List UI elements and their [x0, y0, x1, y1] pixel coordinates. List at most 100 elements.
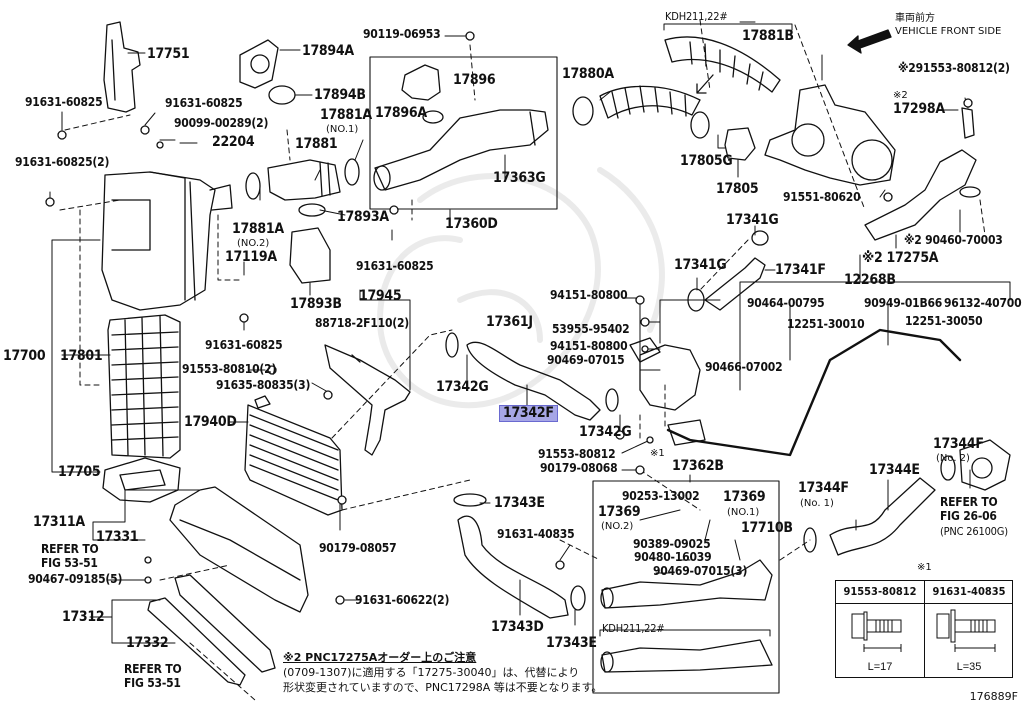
part-label-17363g[interactable]: 17363G — [493, 170, 546, 186]
refer-to-fig-53-51-b-2[interactable]: FIG 53-51 — [124, 676, 181, 690]
part-label-91631-60825-b[interactable]: 91631-60825 — [165, 96, 243, 110]
part-label-17801[interactable]: 17801 — [60, 348, 103, 364]
cover-17894a-icon — [239, 39, 279, 89]
part-label-17705[interactable]: 17705 — [58, 464, 101, 480]
vehicle-front-jp: 車両前方 — [895, 13, 935, 24]
part-label-17805g[interactable]: 17805G — [680, 153, 733, 169]
part-label-17880a[interactable]: 17880A — [562, 66, 614, 82]
part-label-90464-00795[interactable]: 90464-00795 — [747, 296, 825, 310]
part-label-17361j[interactable]: 17361J — [486, 314, 533, 330]
part-label-90179-08057[interactable]: 90179-08057 — [319, 541, 397, 555]
part-label-90467-09185[interactable]: 90467-09185(5) — [28, 572, 123, 586]
part-label-17894b[interactable]: 17894B — [314, 87, 366, 103]
part-label-91551-80620[interactable]: 91551-80620 — [783, 190, 861, 204]
part-label-17331[interactable]: 17331 — [96, 529, 139, 545]
part-label-17343e-a[interactable]: 17343E — [494, 495, 545, 511]
part-label-17881a-no2[interactable]: 17881A — [232, 221, 284, 237]
part-label-91553-80812[interactable]: 91553-80812 — [538, 447, 616, 461]
part-label-91631-60825-2[interactable]: 91631-60825(2) — [15, 155, 110, 169]
refer-to-fig-53-51-a-2[interactable]: FIG 53-51 — [41, 556, 98, 570]
part-label-17881[interactable]: 17881 — [295, 136, 338, 152]
part-label-90469-07015[interactable]: 90469-07015 — [547, 353, 625, 367]
part-label-90949-01b66[interactable]: 90949-01B66 — [864, 296, 943, 310]
part-label-17881a-no1[interactable]: 17881A — [320, 107, 372, 123]
part-label-17360d[interactable]: 17360D — [445, 216, 498, 232]
part-label-17805[interactable]: 17805 — [716, 181, 759, 197]
bolt-part-number[interactable]: 91553-80812 — [836, 581, 924, 604]
part-label-17342g-b[interactable]: 17342G — [579, 424, 632, 440]
part-label-96132-40700[interactable]: 96132-40700 — [944, 296, 1022, 310]
part-label-12251-30050[interactable]: 12251-30050 — [905, 314, 983, 328]
part-label-90466-07002[interactable]: 90466-07002 — [705, 360, 783, 374]
part-label-90099-00289[interactable]: 90099-00289(2) — [174, 116, 269, 130]
part-label-17893b[interactable]: 17893B — [290, 296, 342, 312]
part-label-17751[interactable]: 17751 — [147, 46, 190, 62]
part-label-22204[interactable]: 22204 — [212, 134, 255, 150]
kdh-label-top: KDH211,22# — [665, 10, 728, 23]
part-label-17710b[interactable]: 17710B — [741, 520, 793, 536]
refer-to-fig-53-51-b[interactable]: REFER TO — [124, 662, 182, 676]
part-label-17881b[interactable]: 17881B — [742, 28, 794, 44]
part-label-17311a[interactable]: 17311A — [33, 514, 85, 530]
part-label-17342g-a[interactable]: 17342G — [436, 379, 489, 395]
part-label-90469-07015-3[interactable]: 90469-07015(3) — [653, 564, 748, 578]
part-label-91631-60825-d[interactable]: 91631-60825 — [205, 338, 283, 352]
figure-id: 176889F — [969, 690, 1018, 703]
part-label-17700[interactable]: 17700 — [3, 348, 46, 364]
part-label-17344e[interactable]: 17344E — [869, 462, 920, 478]
part-label-12268b[interactable]: 12268B — [844, 272, 896, 288]
part-label-17369-no2[interactable]: 17369 — [598, 504, 641, 520]
part-label-17896[interactable]: 17896 — [453, 72, 496, 88]
part-label-17342f-highlighted[interactable]: 17342F — [499, 405, 558, 422]
pipe-17275a-icon — [864, 149, 977, 241]
refer-to-fig-26-06[interactable]: REFER TO — [940, 495, 998, 509]
bolt-part-number[interactable]: 91631-40835 — [925, 581, 1013, 604]
refer-to-fig-26-06-2[interactable]: FIG 26-06 — [940, 509, 997, 523]
part-label-17362b[interactable]: 17362B — [672, 458, 724, 474]
part-label-90179-08068[interactable]: 90179-08068 — [540, 461, 618, 475]
part-label-94151-80800-a[interactable]: 94151-80800 — [550, 288, 628, 302]
part-label-17344f-no1[interactable]: 17344F — [798, 480, 849, 496]
part-label-91631-60622[interactable]: 91631-60622(2) — [355, 593, 450, 607]
part-label-17298a[interactable]: 17298A — [893, 101, 945, 117]
part-label-91553-80810[interactable]: 91553-80810(2) — [182, 362, 277, 376]
tray-17705-icon — [102, 457, 181, 503]
part-label-90119-06953[interactable]: 90119-06953 — [363, 27, 441, 41]
part-label-17893a[interactable]: 17893A — [337, 209, 389, 225]
part-label-17343d[interactable]: 17343D — [491, 619, 544, 635]
part-label-17341g-b[interactable]: 17341G — [674, 257, 727, 273]
part-label-90480-16039[interactable]: 90480-16039 — [634, 550, 712, 564]
part-label-90389-09025[interactable]: 90389-09025 — [633, 537, 711, 551]
part-label-91631-60825-a[interactable]: 91631-60825 — [25, 95, 103, 109]
order-note-title: ※2 PNC17275Aオーダー上のご注意 — [283, 651, 477, 664]
part-label-17341f[interactable]: 17341F — [775, 262, 826, 278]
part-label-91631-60825-c[interactable]: 91631-60825 — [356, 259, 434, 273]
part-label-17369-no1[interactable]: 17369 — [723, 489, 766, 505]
part-label-88718-2f110[interactable]: 88718-2F110(2) — [315, 316, 410, 330]
part-label-17341g-a[interactable]: 17341G — [726, 212, 779, 228]
part-label-17894a[interactable]: 17894A — [302, 43, 354, 59]
part-label-91631-40835[interactable]: 91631-40835 — [497, 527, 575, 541]
part-label-94151-80800-b[interactable]: 94151-80800 — [550, 339, 628, 353]
part-label-17896a[interactable]: 17896A — [375, 105, 427, 121]
part-label-17343e-b[interactable]: 17343E — [546, 635, 597, 651]
part-label-17940d[interactable]: 17940D — [184, 414, 237, 430]
part-label-17275a[interactable]: ※2 17275A — [862, 250, 939, 266]
part-label-17945[interactable]: 17945 — [359, 288, 402, 304]
part-label-17312[interactable]: 17312 — [62, 609, 105, 625]
kdh-bracket — [599, 629, 771, 637]
refer-to-fig-53-51-a[interactable]: REFER TO — [41, 542, 99, 556]
part-label-91553-80812-2[interactable]: ※291553-80812(2) — [898, 61, 1010, 75]
part-label-17344f-no2[interactable]: 17344F — [933, 436, 984, 452]
part-label-90253-13002[interactable]: 90253-13002 — [622, 489, 700, 503]
part-label-17344f-no2-sub: (No. 2) — [936, 453, 970, 464]
part-label-90460-70003[interactable]: ※2 90460-70003 — [904, 233, 1003, 247]
part-label-17119a[interactable]: 17119A — [225, 249, 277, 265]
part-label-91635-80835[interactable]: 91635-80835(3) — [216, 378, 311, 392]
part-label-12251-30010[interactable]: 12251-30010 — [787, 317, 865, 331]
part-label-53955-95402[interactable]: 53955-95402 — [552, 322, 630, 336]
refer-to-pnc-26100g[interactable]: (PNC 26100G) — [940, 525, 1008, 538]
part-label-17332[interactable]: 17332 — [126, 635, 169, 651]
hose-17342f-icon — [466, 341, 601, 421]
